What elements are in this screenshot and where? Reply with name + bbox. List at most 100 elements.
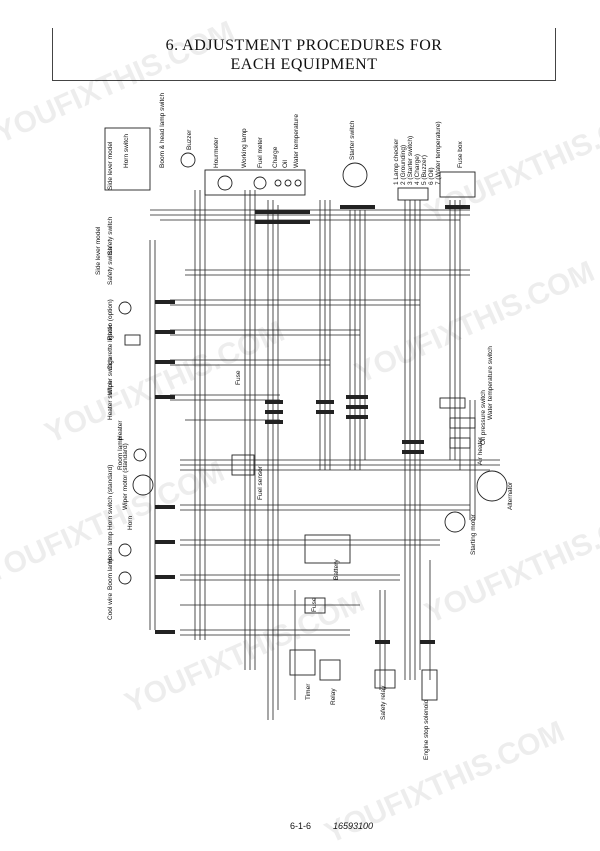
label-safety-switch-1: Safety switch: [107, 216, 114, 255]
oil-lamp: [284, 179, 292, 187]
safety-relay-icon: [374, 669, 396, 689]
fuse-lower-icon: [304, 597, 326, 614]
fuse-box-icon: [439, 171, 476, 198]
charge-lamp: [274, 179, 282, 187]
label-buzzer-2: 5 (Buzzer): [421, 155, 428, 185]
section-title-line-1: 6. ADJUSTMENT PROCEDURES FOR: [165, 37, 443, 54]
label-boom-lamp: Boom lamp: [107, 557, 114, 590]
label-oil-2: 6 (Oil): [428, 167, 435, 185]
connector: [155, 575, 175, 579]
connector: [420, 640, 435, 644]
document-code: 16593100: [333, 821, 374, 831]
connector: [265, 410, 283, 414]
wiper-motor-icon: [132, 474, 154, 496]
fuel-meter-gauge: [253, 176, 267, 190]
water-temp-lamp: [294, 179, 302, 187]
label-wiper-switch: Wiper switch: [107, 358, 114, 395]
label-safety-switch-2: Safety switch: [107, 246, 114, 285]
connector: [346, 405, 368, 409]
connector: [402, 450, 424, 454]
starter-switch-icon: [342, 162, 368, 188]
room-lamp-icon: [133, 448, 147, 462]
battery-icon: [304, 534, 351, 564]
connector: [445, 205, 470, 209]
section-title-line-2: EACH EQUIPMENT: [230, 56, 378, 73]
label-safety-relay: Safety relay: [380, 685, 387, 720]
connector: [346, 395, 368, 399]
label-fuel-sensor: Fuel sensor: [257, 465, 264, 500]
label-starting-motor: Starting motor: [470, 513, 477, 555]
label-battery: Battery: [333, 559, 340, 580]
label-charge-2: 4 (Charge): [414, 154, 421, 185]
label-oil: Oil: [282, 160, 289, 169]
connector: [346, 415, 368, 419]
connector: [155, 630, 175, 634]
label-working-lamp: Working lamp: [241, 128, 248, 168]
label-hourmeter: Hourmeter: [213, 136, 220, 168]
alternator-icon: [476, 470, 508, 502]
label-alternator: Alternator: [507, 481, 514, 510]
connector: [155, 505, 175, 509]
connector: [155, 300, 175, 304]
section-header-box: 6. ADJUSTMENT PROCEDURES FOR EACH EQUIPM…: [52, 28, 556, 81]
label-water-temperature-2: 7 (Water temperature): [435, 121, 442, 185]
label-cigarette-lighter: Cigarette lighter: [107, 323, 114, 370]
head-lamp-icon: [118, 543, 132, 557]
label-head-lamp: Head lamp: [107, 531, 114, 563]
hourmeter-gauge: [217, 175, 233, 191]
label-oil-pressure-switch: Oil pressure switch: [480, 390, 487, 445]
cigarette-lighter-icon: [124, 334, 141, 346]
label-buzzer: Buzzer: [186, 129, 193, 150]
label-cool-wire: Cool wire: [107, 593, 114, 620]
buzzer-icon: [180, 152, 196, 168]
label-water-temperature: Water temperature: [293, 114, 300, 168]
label-wiper-motor-standard: Wiper motor (standard): [122, 443, 129, 510]
label-heater: Heater: [117, 420, 124, 440]
relay-icon: [319, 659, 341, 681]
lamp-checker-connector: [397, 187, 429, 201]
air-heater-icon: [449, 437, 471, 449]
label-horn-switch-top: Horn switch: [123, 134, 130, 168]
instrument-panel-box: [204, 169, 306, 196]
connector: [316, 410, 334, 414]
oil-pressure-switch-icon: [449, 417, 476, 429]
label-starter-switch-2: 3 (Starter switch): [407, 136, 414, 185]
connector: [155, 360, 175, 364]
connector: [255, 210, 310, 214]
connector: [402, 440, 424, 444]
connector: [265, 420, 283, 424]
label-timer: Timer: [305, 683, 312, 700]
label-air-heater: Air heater: [477, 436, 484, 465]
engine-stop-solenoid-icon: [421, 669, 438, 701]
connector: [340, 205, 375, 209]
label-horn: Horn: [127, 516, 134, 530]
connector: [155, 330, 175, 334]
label-fuse: Fuse: [235, 370, 242, 385]
connector: [316, 400, 334, 404]
starting-motor-icon: [444, 511, 466, 533]
label-starter-switch: Starter switch: [349, 120, 356, 160]
label-boom-head-lamp-switch: Boom & head lamp switch: [159, 92, 166, 168]
side-lever-box: [104, 127, 151, 191]
label-side-lever-model-top: Side lever model: [107, 141, 114, 190]
water-temp-switch-icon: [439, 397, 466, 409]
connector: [255, 220, 310, 224]
label-heater-switch: Heater switch: [107, 380, 114, 420]
timer-icon: [289, 649, 316, 676]
page-number: 6-1-6: [290, 821, 312, 831]
label-water-temperature-switch: Water temperature switch: [487, 346, 494, 420]
connector: [155, 540, 175, 544]
boom-lamp-icon: [118, 571, 132, 585]
label-relay: Relay: [330, 688, 337, 705]
label-engine-stop-solenoid: Engine stop solenoid: [423, 699, 430, 760]
label-fuel-meter: Fuel meter: [257, 136, 264, 168]
radio-speaker-icon: [118, 301, 132, 315]
label-radio-option: Radio (option): [107, 299, 114, 340]
label-fuse-lower: Fuse: [311, 597, 318, 612]
label-charge: Charge: [272, 146, 279, 168]
connector: [375, 640, 390, 644]
fuel-sensor-icon: [231, 454, 255, 476]
label-horn-switch-standard: Horn switch (standard): [107, 465, 114, 530]
label-side-lever-model-left: Side lever model: [95, 226, 102, 275]
